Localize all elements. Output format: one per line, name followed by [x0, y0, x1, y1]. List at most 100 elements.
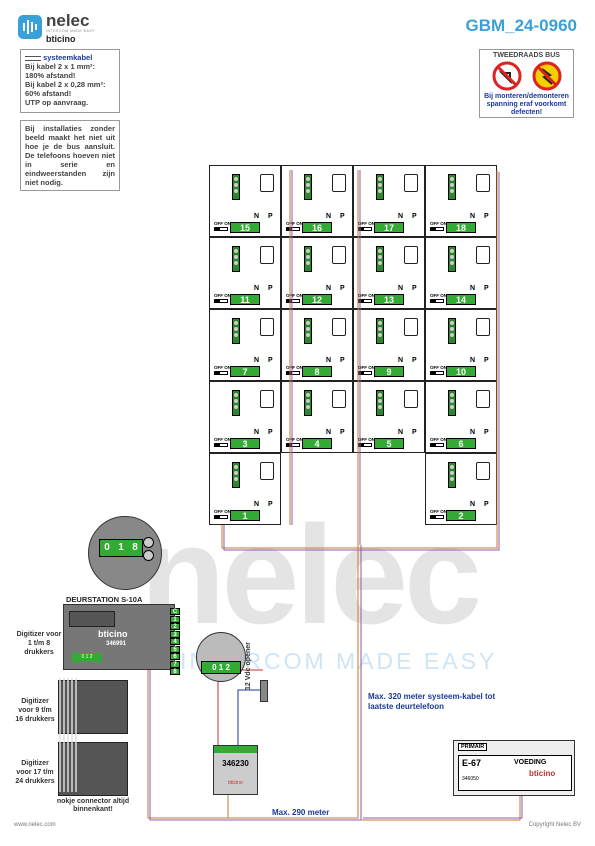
n-label: N: [326, 357, 332, 364]
document-code: GBM_24-0960: [465, 16, 577, 35]
screw-icon: [143, 550, 154, 561]
off-on-label: OFF ON: [358, 221, 375, 226]
station-terminal: 7: [170, 660, 180, 668]
handset-icon: [476, 390, 490, 408]
unit-terminal: [304, 318, 312, 344]
digitizer-label: Digitizer voor 9 t/m 16 drukkers: [15, 698, 55, 723]
unit-number: 8: [302, 366, 332, 377]
unit-terminal: [304, 174, 312, 200]
unit-number: 7: [230, 366, 260, 377]
n-label: N: [398, 429, 404, 436]
notch-note: nokje connector altijd binnenkant!: [56, 798, 130, 813]
off-on-label: OFF ON: [358, 437, 375, 442]
unit-number: 2: [446, 510, 476, 521]
p-label: P: [268, 285, 273, 292]
digitizer-label: Digitizer voor 1 t/m 8 drukkers: [16, 631, 62, 656]
warning-text: Bij monteren/demonteren spanning eraf vo…: [484, 93, 569, 116]
unit-number: 9: [374, 366, 404, 377]
p-label: P: [268, 357, 273, 364]
handset-icon: [332, 174, 346, 192]
unit-number: 5: [374, 438, 404, 449]
n-label: N: [398, 357, 404, 364]
off-on-switch: [358, 227, 372, 231]
unit-number: 4: [302, 438, 332, 449]
off-on-label: OFF ON: [358, 365, 375, 370]
off-on-switch: [430, 227, 444, 231]
station-terminal: 4: [170, 638, 180, 645]
unit-terminal: [232, 390, 240, 416]
n-label: N: [470, 429, 476, 436]
off-on-switch: [358, 371, 372, 375]
zoom-digit: 8: [132, 542, 138, 553]
unit-number: 6: [446, 438, 476, 449]
off-on-switch: [358, 443, 372, 447]
p-label: P: [484, 213, 489, 220]
interface-brand: bticino: [228, 780, 243, 786]
door-station-title: DEURSTATION S-10A: [66, 595, 143, 604]
cable-note-line: 60% afstand!: [25, 89, 72, 98]
warning-title: TWEEDRAADS BUS: [493, 52, 560, 59]
off-on-switch: [430, 299, 444, 303]
station-terminal: 1: [170, 615, 180, 623]
power-code: 346050: [462, 776, 479, 782]
station-terminal: 2: [170, 623, 180, 630]
watermark-word: nelec: [140, 496, 482, 653]
off-on-label: OFF ON: [286, 293, 303, 298]
power-label: VOEDING: [514, 759, 547, 766]
interface-model: 346230: [222, 759, 249, 768]
n-label: N: [326, 285, 332, 292]
cable-note-title: systeemkabel: [43, 53, 93, 62]
off-on-switch: [214, 227, 228, 231]
off-on-switch: [214, 443, 228, 447]
off-on-label: OFF ON: [286, 221, 303, 226]
handset-icon: [476, 318, 490, 336]
footer-copyright: Copyright Nelec BV: [528, 822, 581, 828]
max-320-distance: Max. 320 meter systeem-kabel tot laatste…: [368, 692, 496, 711]
p-label: P: [484, 357, 489, 364]
p-label: P: [268, 429, 273, 436]
n-label: N: [254, 357, 260, 364]
p-label: P: [268, 213, 273, 220]
cable-note-line: 180% afstand!: [25, 71, 76, 80]
handset-icon: [476, 462, 490, 480]
footer-website[interactable]: www.nelec.com: [14, 822, 56, 828]
off-on-label: OFF ON: [430, 509, 447, 514]
handset-icon: [260, 246, 274, 264]
handset-icon: [260, 390, 274, 408]
off-on-label: OFF ON: [430, 221, 447, 226]
unit-terminal: [232, 462, 240, 488]
off-on-switch: [214, 371, 228, 375]
max-290-distance: Max. 290 meter: [272, 808, 330, 817]
p-label: P: [268, 501, 273, 508]
handset-icon: [404, 246, 418, 264]
power-supply: PRIMAIR E-67 VOEDING bticino 346050: [453, 740, 575, 796]
digitizer-module: [58, 742, 128, 796]
off-on-switch: [286, 371, 300, 375]
interface-module: 346230 bticino: [213, 745, 258, 795]
handset-icon: [260, 318, 274, 336]
off-on-switch: [286, 443, 300, 447]
handset-icon: [260, 174, 274, 192]
p-label: P: [340, 213, 345, 220]
p-label: P: [340, 285, 345, 292]
off-on-label: OFF ON: [214, 221, 231, 226]
unit-number: 12: [302, 294, 332, 305]
unit-number: 18: [446, 222, 476, 233]
unit-number: 16: [302, 222, 332, 233]
off-on-label: OFF ON: [214, 437, 231, 442]
unit-number: 1: [230, 510, 260, 521]
off-on-label: OFF ON: [430, 365, 447, 370]
n-label: N: [326, 213, 332, 220]
station-terminal: 3: [170, 630, 180, 638]
install-note: Bij installaties zonder beeld maakt het …: [20, 120, 120, 191]
handset-icon: [404, 318, 418, 336]
interface-terminals: [214, 746, 257, 753]
